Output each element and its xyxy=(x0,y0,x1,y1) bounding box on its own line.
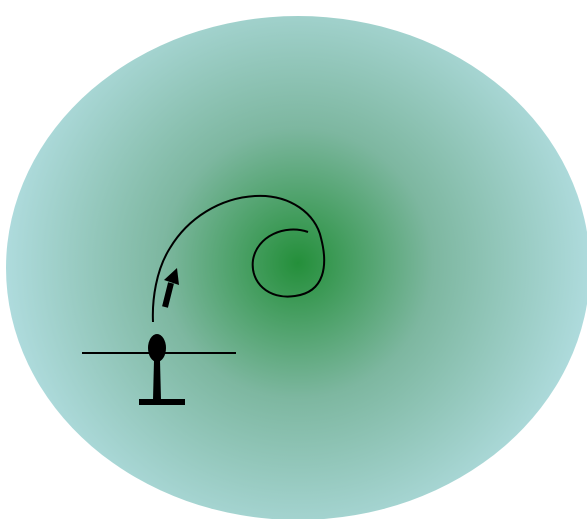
aircraft-tail-boom xyxy=(153,360,161,400)
aircraft-nose xyxy=(148,334,166,362)
gradient-field xyxy=(6,16,587,519)
aircraft-tailplane xyxy=(139,399,185,405)
